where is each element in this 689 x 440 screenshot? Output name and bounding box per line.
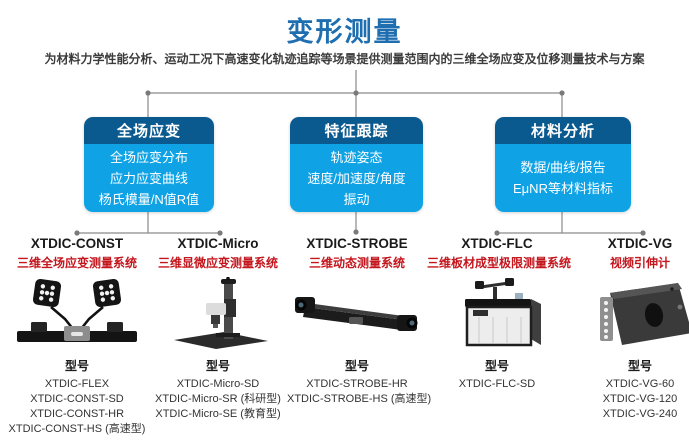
model-item: XTDIC-Micro-SR (科研型) xyxy=(155,393,281,405)
category-item-list: 轨迹姿态 速度/加速度/角度 振动 xyxy=(290,144,423,212)
category-item: 全场应变分布 xyxy=(109,149,188,165)
product-name: XTDIC-CONST xyxy=(30,236,124,251)
product-name: XTDIC-FLC xyxy=(461,236,533,251)
model-item: XTDIC-CONST-HR xyxy=(29,408,125,420)
category-title: 全场应变 xyxy=(84,117,214,144)
model-item: XTDIC-STROBE-HR xyxy=(306,378,408,390)
product-subtitle: 三维板材成型极限测量系统 xyxy=(427,256,572,270)
category-box-material-analysis: 材料分析 数据/曲线/报告 EμNR等材料指标 xyxy=(495,117,631,212)
model-item: XTDIC-FLC-SD xyxy=(458,378,536,390)
category-item: 应力应变曲线 xyxy=(109,170,188,186)
model-item: XTDIC-VG-120 xyxy=(602,393,678,405)
product-column-xtdic-const: XTDIC-CONST 三维全场应变测量系统 型号 xyxy=(7,236,147,437)
product-name: XTDIC-Micro xyxy=(177,236,259,251)
category-item: 速度/加速度/角度 xyxy=(307,170,406,186)
product-subtitle: 三维全场应变测量系统 xyxy=(16,256,137,270)
product-name: XTDIC-STROBE xyxy=(306,236,408,251)
product-subtitle: 视频引伸计 xyxy=(609,256,670,270)
model-label: 型号 xyxy=(205,359,230,373)
model-label: 型号 xyxy=(627,359,652,373)
category-item: 数据/曲线/报告 xyxy=(520,160,606,175)
model-label: 型号 xyxy=(64,359,89,373)
category-item: 振动 xyxy=(343,191,370,207)
product-column-xtdic-strobe: XTDIC-STROBE 三维动态测量系统 型号 XTDIC-STROBE-HR… xyxy=(287,236,432,407)
page-title: 变形测量 xyxy=(286,17,403,47)
page-subtitle: 为材料力学性能分析、运动工况下高速变化轨迹追踪等场景提供测量范围内的三维全场应变… xyxy=(44,52,645,66)
microscope-stand-image xyxy=(148,275,288,355)
category-item-list: 全场应变分布 应力应变曲线 杨氏模量/N值R值 xyxy=(84,144,214,212)
model-label: 型号 xyxy=(484,359,509,373)
product-column-xtdic-flc: XTDIC-FLC 三维板材成型极限测量系统 型号 XTDIC-FLC-SD xyxy=(427,236,572,392)
model-item: XTDIC-CONST-SD xyxy=(30,393,124,405)
product-subtitle: 三维动态测量系统 xyxy=(308,256,405,270)
model-item: XTDIC-STROBE-HS (高速型) xyxy=(287,393,432,405)
category-item: 轨迹姿态 xyxy=(330,149,383,165)
category-item: EμNR等材料指标 xyxy=(513,181,613,196)
model-item: XTDIC-FLEX xyxy=(44,378,110,390)
category-box-full-field-strain: 全场应变 全场应变分布 应力应变曲线 杨氏模量/N值R值 xyxy=(84,117,214,212)
model-list: XTDIC-VG-60 XTDIC-VG-120 XTDIC-VG-240 xyxy=(570,377,689,422)
product-column-xtdic-vg: XTDIC-VG 视频引伸计 型号 XTDIC-VG-60 XTDIC-VG-1… xyxy=(570,236,689,422)
model-item: XTDIC-Micro-SE (教育型) xyxy=(155,408,281,420)
category-item: 杨氏模量/N值R值 xyxy=(98,191,200,207)
forming-limit-test-machine-image xyxy=(427,275,567,355)
model-item: XTDIC-CONST-HS (高速型) xyxy=(8,423,146,435)
product-subtitle: 三维显微应变测量系统 xyxy=(157,256,278,270)
model-list: XTDIC-FLEX XTDIC-CONST-SD XTDIC-CONST-HR… xyxy=(7,377,147,437)
model-item: XTDIC-VG-240 xyxy=(602,408,678,420)
model-list: XTDIC-FLC-SD xyxy=(427,377,567,392)
model-item: XTDIC-VG-60 xyxy=(605,378,675,390)
category-title: 材料分析 xyxy=(495,117,631,144)
product-column-xtdic-micro: XTDIC-Micro 三维显微应变测量系统 型号 XTDIC-Micro-SD… xyxy=(148,236,288,422)
category-box-feature-tracking: 特征跟踪 轨迹姿态 速度/加速度/角度 振动 xyxy=(290,117,423,212)
model-item: XTDIC-Micro-SD xyxy=(176,378,260,390)
category-item-list: 数据/曲线/报告 EμNR等材料指标 xyxy=(495,144,631,212)
stereo-camera-bar-image xyxy=(287,275,427,355)
dual-light-camera-rig-image xyxy=(7,275,147,355)
model-list: XTDIC-Micro-SD XTDIC-Micro-SR (科研型) XTDI… xyxy=(148,377,288,422)
category-title: 特征跟踪 xyxy=(290,117,423,144)
video-extensometer-image xyxy=(570,275,689,355)
model-label: 型号 xyxy=(344,359,369,373)
model-list: XTDIC-STROBE-HR XTDIC-STROBE-HS (高速型) xyxy=(287,377,432,407)
product-name: XTDIC-VG xyxy=(607,236,673,251)
